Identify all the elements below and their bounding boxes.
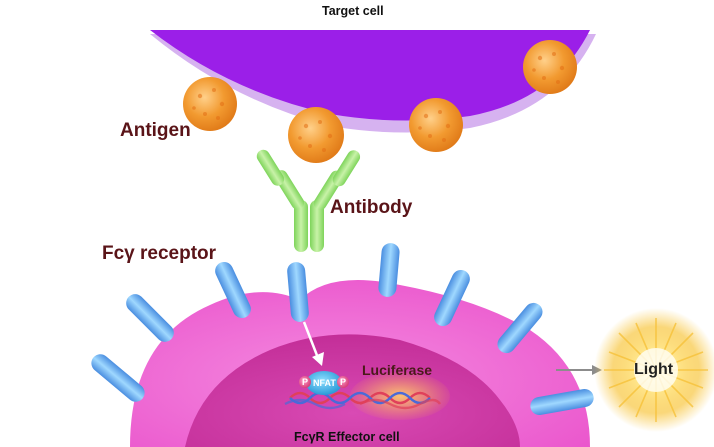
light-burst <box>594 308 714 432</box>
antibody-label: Antibody <box>330 197 413 218</box>
antigen <box>409 98 463 152</box>
fc-receptor-group <box>91 243 594 415</box>
antigen-label: Antigen <box>120 120 191 141</box>
antigen <box>288 107 344 163</box>
fc-receptor <box>530 389 594 415</box>
fc-receptor <box>126 294 174 342</box>
dna-strand <box>284 391 442 410</box>
effector-cell-label: FcγR Effector cell <box>294 430 400 444</box>
nfat-complex <box>299 371 349 395</box>
effector-cell <box>130 280 590 447</box>
antigen-group <box>183 40 577 163</box>
fc-receptor <box>497 302 543 354</box>
signal-arrow <box>302 321 324 366</box>
luciferase-label: Luciferase <box>362 362 433 378</box>
nfat-label: NFAT <box>313 378 336 388</box>
antigen <box>523 40 577 94</box>
light-label: Light <box>634 361 674 378</box>
target-cell-label: Target cell <box>322 4 384 18</box>
luciferase-glow <box>350 372 450 420</box>
fc-receptor <box>287 262 309 322</box>
fc-receptor <box>91 354 145 402</box>
fc-receptor <box>378 243 400 297</box>
target-cell <box>150 30 596 133</box>
fc-receptor <box>434 269 470 327</box>
phospho-left-label: P <box>302 377 309 387</box>
phospho-right <box>337 376 349 388</box>
antigen <box>183 77 237 131</box>
fc-receptor-label: Fcγ receptor <box>102 243 217 264</box>
antibody <box>256 149 361 252</box>
phospho-right-label: P <box>340 377 347 387</box>
phospho-left <box>299 376 311 388</box>
fc-receptor <box>215 261 251 319</box>
nfat-protein <box>306 371 342 395</box>
